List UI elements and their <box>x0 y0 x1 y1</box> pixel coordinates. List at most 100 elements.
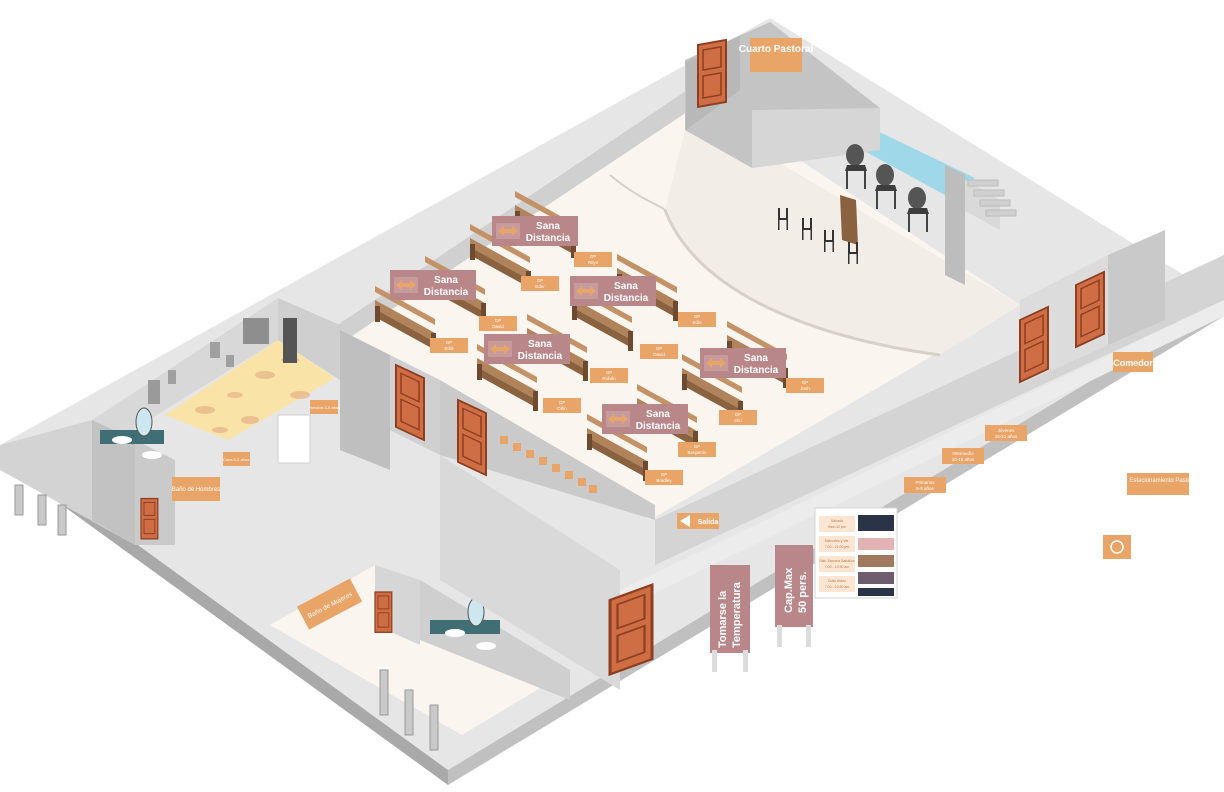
gp-name: Orlin <box>557 406 567 411</box>
svg-text:Párvulos 3-5 años: Párvulos 3-5 años <box>308 405 340 410</box>
schedule-row: Culto divino 7:00 - 10:30 am <box>819 576 855 592</box>
svg-text:Salida: Salida <box>698 519 719 526</box>
class-name: Intermedio <box>952 451 974 456</box>
gp-name: Rubén <box>602 376 616 381</box>
schedule-day: Sábado <box>831 519 843 523</box>
svg-text:Tomarse la: Tomarse la <box>717 590 729 648</box>
sana-line-1: Sana <box>744 353 768 364</box>
svg-text:Cuna 0-2 años: Cuna 0-2 años <box>223 457 249 462</box>
sana-line-2: Distancia <box>526 233 571 244</box>
svg-text:Temperatura: Temperatura <box>731 581 743 648</box>
schedule-time: 9am-12 pm <box>828 525 846 529</box>
schedule-row: Sáb. Escuela Sabática 7:00 - 10:30 am <box>819 556 855 572</box>
front-corridor <box>620 300 1224 610</box>
baptistery-stairs <box>967 179 1017 217</box>
gp-label: GP <box>656 346 663 351</box>
svg-text:Baño de Hombres: Baño de Hombres <box>172 487 220 493</box>
gp-name: Elin <box>734 418 742 423</box>
gp-name: Eder <box>535 284 545 289</box>
main-entrance-door[interactable] <box>608 583 654 676</box>
right-tower <box>1108 230 1165 345</box>
sana-line-1: Sana <box>614 281 638 292</box>
dining-door-2[interactable] <box>1074 270 1106 349</box>
mens-sinks <box>100 407 164 459</box>
wall-icons <box>500 436 597 493</box>
svg-text:Estacionamiento Pastor: Estacionamiento Pastor <box>1129 478 1192 484</box>
gp-name: Benjamín <box>687 450 707 455</box>
gp-label: GP <box>495 318 502 323</box>
svg-text:50 pers.: 50 pers. <box>797 571 809 613</box>
womens-bath-door[interactable] <box>374 591 393 633</box>
gp-label: GP <box>446 340 453 345</box>
gp-label: GP <box>606 370 613 375</box>
schedule-row: Miércoles y Vie.7:00 - 21:00 pm <box>819 536 855 552</box>
schedule-row: Sábado 9am-12 pm <box>819 516 855 532</box>
sana-line-1: Sana <box>646 409 670 420</box>
exit-sign: Salida <box>677 513 719 529</box>
class-name: Primarios <box>915 480 935 485</box>
class-ages: 6-9 años <box>916 486 934 491</box>
gp-name: Rūyo <box>588 260 599 265</box>
wall-frames <box>148 318 297 404</box>
mens-toilet-stalls <box>14 484 67 536</box>
svg-text:Cap.Max: Cap.Max <box>783 567 795 613</box>
mens-bath-label: Baño de Hombres <box>172 477 220 501</box>
gp-name: Josh <box>800 386 810 391</box>
kids-label-cuna: Cuna 0-2 años <box>223 452 250 466</box>
gp-name: Bradley <box>656 478 672 483</box>
gp-name: Eddi <box>444 346 453 351</box>
svg-text:Comedor: Comedor <box>1113 358 1153 368</box>
gp-name: David <box>653 352 665 357</box>
sanctuary-door-left-1[interactable] <box>394 363 426 442</box>
schedule-day: Culto divino <box>828 579 846 583</box>
gp-label: GP <box>590 254 597 259</box>
sana-line-1: Sana <box>528 339 552 350</box>
gp-label: GP <box>694 444 701 449</box>
sana-line-2: Distancia <box>604 293 649 304</box>
class-ages: 16-21 años <box>995 434 1018 439</box>
pulpit <box>840 195 858 245</box>
sanctuary-door-left-2[interactable] <box>456 398 488 477</box>
class-name: Jóvenes <box>998 428 1016 433</box>
kids-label-parvulos: Párvulos 3-5 años <box>308 400 340 414</box>
gp-label: GP <box>537 278 544 283</box>
gp-label: GP <box>735 412 742 417</box>
temperature-sign: Tomarse la Temperatura <box>710 565 750 672</box>
dining-label: Comedor <box>1113 352 1153 372</box>
gp-name: Edin <box>692 320 702 325</box>
gp-tags: GPRūyoGPEderGPDavidGPEddiGPEdinGPDavidGP… <box>430 252 824 485</box>
class-ages: 10-15 años <box>952 457 975 462</box>
svg-text:Cuarto Pastoral: Cuarto Pastoral <box>739 44 814 55</box>
accessible-parking-icon <box>1103 535 1131 559</box>
gp-name: David <box>492 324 504 329</box>
sana-line-1: Sana <box>536 221 560 232</box>
schedule-time: 7:00 - 10:30 am <box>825 585 850 589</box>
kids-room-floor <box>165 340 335 440</box>
schedule-day: Sáb. Escuela Sabática <box>819 559 854 563</box>
pastoral-door[interactable] <box>696 38 728 108</box>
dining-door-1[interactable] <box>1018 305 1050 384</box>
schedule-time: 7:00 - 10:30 am <box>825 565 850 569</box>
sana-line-2: Distancia <box>424 287 469 298</box>
mens-bath-door[interactable] <box>140 497 159 540</box>
sana-line-2: Distancia <box>518 351 563 362</box>
right-platform-wall <box>945 165 965 285</box>
sana-line-1: Sana <box>434 275 458 286</box>
pastoral-label: Cuarto Pastoral <box>739 38 814 72</box>
